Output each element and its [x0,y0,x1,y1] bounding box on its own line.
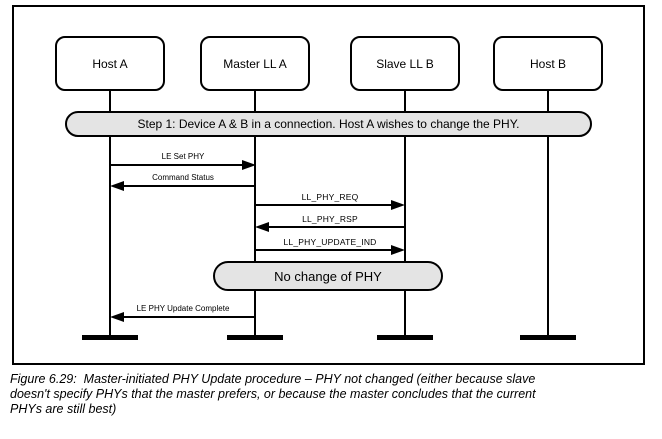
message-label-le-phy-update-complete: LE PHY Update Complete [136,304,230,313]
message-line [255,204,393,206]
actor-box-slave-ll-b: Slave LL B [350,36,460,91]
lifeline-endbar-slave-ll-b [377,335,433,340]
message-label-command-status: Command Status [152,173,214,182]
message-line [122,316,256,318]
step-banner-text: Step 1: Device A & B in a connection. Ho… [137,117,520,131]
arrowhead-right-icon [391,200,405,210]
lifeline-endbar-host-a [82,335,138,340]
lifeline-endbar-host-b [520,335,576,340]
actor-box-host-a: Host A [55,36,165,91]
message-label-ll-phy-update-ind: LL_PHY_UPDATE_IND [283,237,377,247]
message-label-ll-phy-rsp: LL_PHY_RSP [302,214,358,224]
lifeline-slave-ll-b [404,91,406,337]
figure-caption: Figure 6.29: Master-initiated PHY Update… [10,372,658,417]
message-label-le-set-phy: LE Set PHY [161,152,205,161]
arrowhead-left-icon [255,222,269,232]
diagram-frame [12,5,645,365]
note-no-change-of-phy: No change of PHY [213,261,443,291]
arrowhead-left-icon [110,312,124,322]
step-banner: Step 1: Device A & B in a connection. Ho… [65,111,592,137]
message-line [255,249,393,251]
arrowhead-left-icon [110,181,124,191]
lifeline-host-b [547,91,549,337]
figure-caption-line: Figure 6.29: Master-initiated PHY Update… [10,372,536,386]
message-label-ll-phy-req: LL_PHY_REQ [301,192,359,202]
actor-box-host-b: Host B [493,36,603,91]
lifeline-host-a [109,91,111,337]
arrowhead-right-icon [391,245,405,255]
note-text: No change of PHY [274,268,382,284]
message-line [267,226,405,228]
actor-label: Slave LL B [376,56,434,71]
figure-caption-line: PHYs are still best) [10,402,117,416]
actor-box-master-ll-a: Master LL A [200,36,310,91]
arrowhead-right-icon [242,160,256,170]
actor-label: Host B [529,56,566,71]
message-line [122,185,256,187]
lifeline-endbar-master-ll-a [227,335,283,340]
actor-label: Master LL A [223,56,287,71]
lifeline-master-ll-a [254,91,256,337]
figure-caption-line: doesn't specify PHYs that the master pre… [10,387,536,401]
message-line [110,164,244,166]
actor-label: Host A [92,56,128,71]
